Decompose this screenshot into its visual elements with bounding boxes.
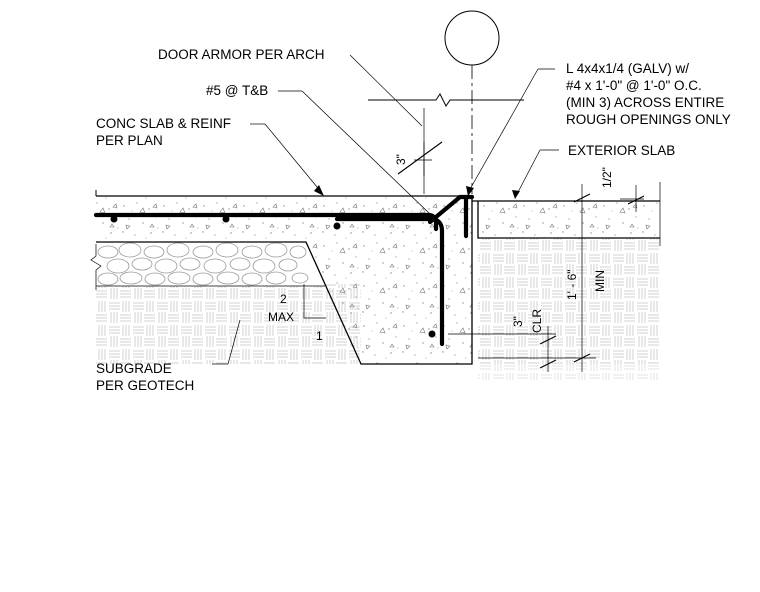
door-break-line [368,93,524,107]
label-door-armor: DOOR ARMOR PER ARCH [158,47,325,62]
steel-angle [427,194,475,239]
label-slope-max: MAX [268,310,294,324]
label-slope-rise: 2 [280,292,287,306]
dim-half-inch: 1/2" [600,167,614,188]
dimension-lines [397,141,645,372]
edge-rebar-top [334,216,445,347]
label-angle-4: ROUGH OPENINGS ONLY [566,112,731,127]
annotation-text: DOOR ARMOR PER ARCH #5 @ T&B CONC SLAB &… [96,47,731,393]
door-reference [368,10,524,194]
rebar-dot [222,215,230,223]
section-bubble [444,10,500,66]
dim-min: MIN [593,270,607,292]
label-rebar: #5 @ T&B [206,83,268,98]
concrete-slab [95,190,473,365]
label-slope-run: 1 [316,329,323,343]
gravel-base [96,242,325,287]
label-subgrade-2: PER GEOTECH [96,378,194,393]
rebar-reinforcement [93,194,475,347]
left-break-line [90,244,102,290]
dim-gap-3in: 3" [394,154,408,165]
label-angle-1: L 4x4x1/4 (GALV) w/ [566,61,689,76]
dim-clear: 3" [511,316,525,327]
leader-lines [212,54,559,365]
label-angle-3: (MIN 3) ACROSS ENTIRE [566,95,724,110]
exterior-slab [472,182,661,246]
label-exterior-slab: EXTERIOR SLAB [568,143,675,158]
rebar-dot [428,330,436,338]
label-conc-slab-1: CONC SLAB & REINF [96,116,231,131]
dim-clear-label: CLR [530,309,544,333]
slope-indicator [303,284,326,319]
label-angle-2: #4 x 1'-0" @ 1'-0" O.C. [566,78,702,93]
rebar-dot [333,222,341,230]
label-subgrade-1: SUBGRADE [96,361,172,376]
rebar-dot [110,215,118,223]
dim-depth: 1' - 6" [565,269,579,300]
subgrade-soil [96,238,660,380]
label-conc-slab-2: PER PLAN [96,133,163,148]
